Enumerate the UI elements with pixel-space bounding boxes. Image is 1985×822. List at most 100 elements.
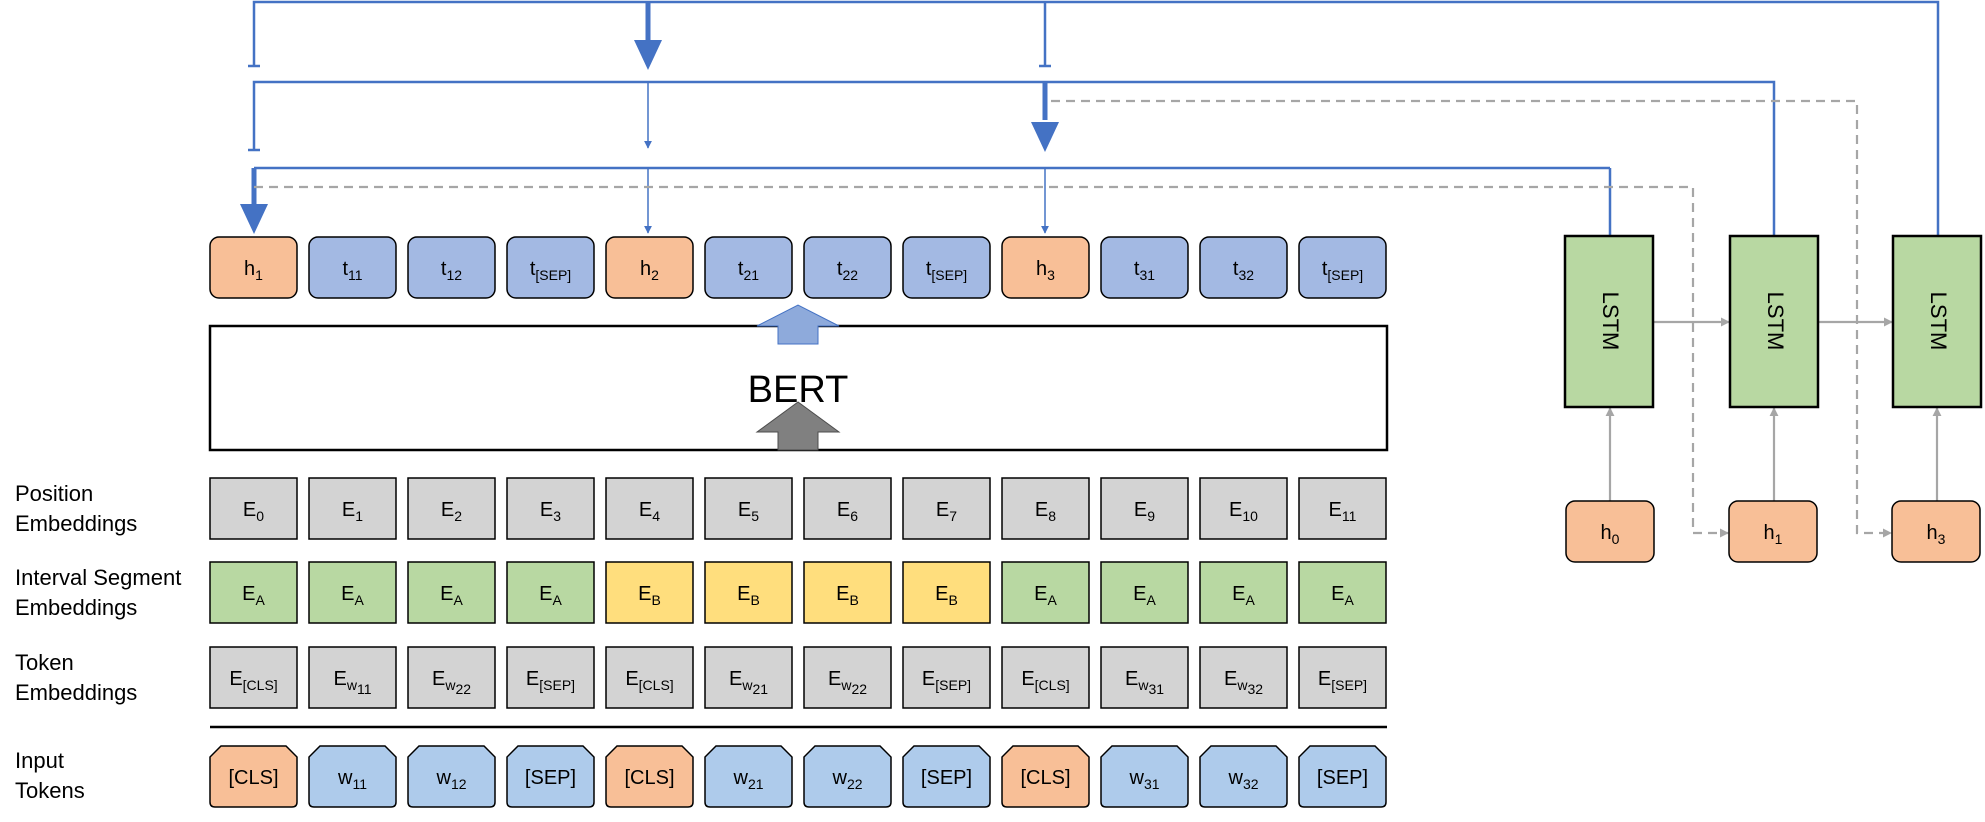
- cell-label: EA: [440, 583, 463, 608]
- cell-label: t[SEP]: [1322, 258, 1363, 283]
- cell-label: h1: [1764, 522, 1783, 547]
- cell-label: E[SEP]: [922, 668, 971, 693]
- cell-label: h2: [640, 258, 659, 283]
- token-embedding-2: Ew22: [407, 646, 496, 709]
- connector: [254, 185, 1729, 538]
- cell-label: t11: [342, 258, 362, 283]
- position-embedding-5: E5: [704, 477, 793, 540]
- segment-embedding-6: EB: [803, 561, 892, 624]
- cell-label: h0: [1601, 522, 1620, 547]
- output-token-3: t[SEP]: [506, 236, 595, 299]
- connector: [1051, 99, 1892, 538]
- cell-label: E[CLS]: [1021, 668, 1069, 693]
- cell-label: Ew22: [828, 668, 867, 697]
- cell-label: E[SEP]: [1318, 668, 1367, 693]
- segment-embedding-4: EB: [605, 561, 694, 624]
- token-embedding-8: E[CLS]: [1001, 646, 1090, 709]
- cell-label: [CLS]: [228, 767, 278, 789]
- token-embedding-7: E[SEP]: [902, 646, 991, 709]
- cell-label: E11: [1329, 499, 1357, 524]
- output-token-2: t12: [407, 236, 496, 299]
- label-position: Position Embeddings: [15, 481, 137, 536]
- cell-label: EA: [242, 583, 265, 608]
- position-embedding-6: E6: [803, 477, 892, 540]
- output-token-0: h1: [209, 236, 298, 299]
- token-embedding-0: E[CLS]: [209, 646, 298, 709]
- arrowhead: [240, 204, 268, 234]
- token-embedding-1: Ew11: [308, 646, 397, 709]
- cell-label: E[CLS]: [229, 668, 277, 693]
- cell-label: E8: [1035, 499, 1056, 524]
- segment-embedding-2: EA: [407, 561, 496, 624]
- segment-embedding-5: EB: [704, 561, 793, 624]
- cell-label: E[SEP]: [526, 668, 575, 693]
- cell-label: [CLS]: [624, 767, 674, 789]
- cell-label: w22: [831, 767, 862, 792]
- cell-label: t[SEP]: [530, 258, 571, 283]
- position-embedding-0: E0: [209, 477, 298, 540]
- position-embedding-11: E11: [1298, 477, 1387, 540]
- segment-embedding-1: EA: [308, 561, 397, 624]
- cell-label: w31: [1128, 767, 1159, 792]
- lstm-input-2: h3: [1891, 500, 1981, 563]
- cell-label: t31: [1134, 258, 1155, 283]
- cell-label: E4: [639, 499, 660, 524]
- cell-label: h1: [244, 258, 263, 283]
- bert-output-arrow: [756, 304, 840, 345]
- token-embedding-3: E[SEP]: [506, 646, 595, 709]
- token-embedding-10: Ew32: [1199, 646, 1288, 709]
- lstm-input-1: h1: [1728, 500, 1818, 563]
- cell-label: Ew22: [432, 668, 471, 697]
- input-token-8: [CLS]: [1001, 745, 1090, 808]
- cell-label: Ew21: [729, 668, 768, 697]
- input-token-10: w32: [1199, 745, 1288, 808]
- position-embedding-4: E4: [605, 477, 694, 540]
- input-token-4: [CLS]: [605, 745, 694, 808]
- cell-label: E0: [243, 499, 264, 524]
- connector-lines: [240, 0, 1942, 538]
- output-token-10: t32: [1199, 236, 1288, 299]
- connector: [252, 80, 1776, 236]
- output-token-5: t21: [704, 236, 793, 299]
- cell-label: E2: [441, 499, 462, 524]
- cell-label: h3: [1927, 522, 1946, 547]
- token-embedding-9: Ew31: [1100, 646, 1189, 709]
- cell-label: w11: [337, 767, 367, 792]
- lstm-label: LSTM: [1598, 292, 1623, 351]
- lstm-input-0: h0: [1565, 500, 1655, 563]
- cell-label: [CLS]: [1020, 767, 1070, 789]
- cell-label: t32: [1233, 258, 1254, 283]
- label-segment: Interval Segment Embeddings: [15, 565, 187, 620]
- label-input: Input Tokens: [15, 748, 85, 803]
- lstm-label: LSTM: [1926, 292, 1951, 351]
- input-token-6: w22: [803, 745, 892, 808]
- lstm-cell-0: LSTM: [1563, 234, 1655, 409]
- cell-label: E6: [837, 499, 858, 524]
- position-embedding-7: E7: [902, 477, 991, 540]
- segment-embedding-10: EA: [1199, 561, 1288, 624]
- output-token-11: t[SEP]: [1298, 236, 1387, 299]
- token-embedding-5: Ew21: [704, 646, 793, 709]
- output-token-6: t22: [803, 236, 892, 299]
- cell-label: t22: [837, 258, 858, 283]
- cell-label: Ew11: [333, 668, 371, 697]
- position-embedding-3: E3: [506, 477, 595, 540]
- cell-label: Ew31: [1125, 668, 1164, 697]
- cell-label: EB: [935, 583, 958, 608]
- position-embedding-8: E8: [1001, 477, 1090, 540]
- token-embedding-6: Ew22: [803, 646, 892, 709]
- output-token-7: t[SEP]: [902, 236, 991, 299]
- bert-input-arrow: [755, 401, 841, 451]
- input-token-7: [SEP]: [902, 745, 991, 808]
- input-token-3: [SEP]: [506, 745, 595, 808]
- position-embedding-9: E9: [1100, 477, 1189, 540]
- token-embedding-4: E[CLS]: [605, 646, 694, 709]
- cell-label: t[SEP]: [926, 258, 967, 283]
- output-token-1: t11: [308, 236, 397, 299]
- cell-label: [SEP]: [1317, 767, 1368, 789]
- segment-embedding-7: EB: [902, 561, 991, 624]
- cell-label: w32: [1227, 767, 1258, 792]
